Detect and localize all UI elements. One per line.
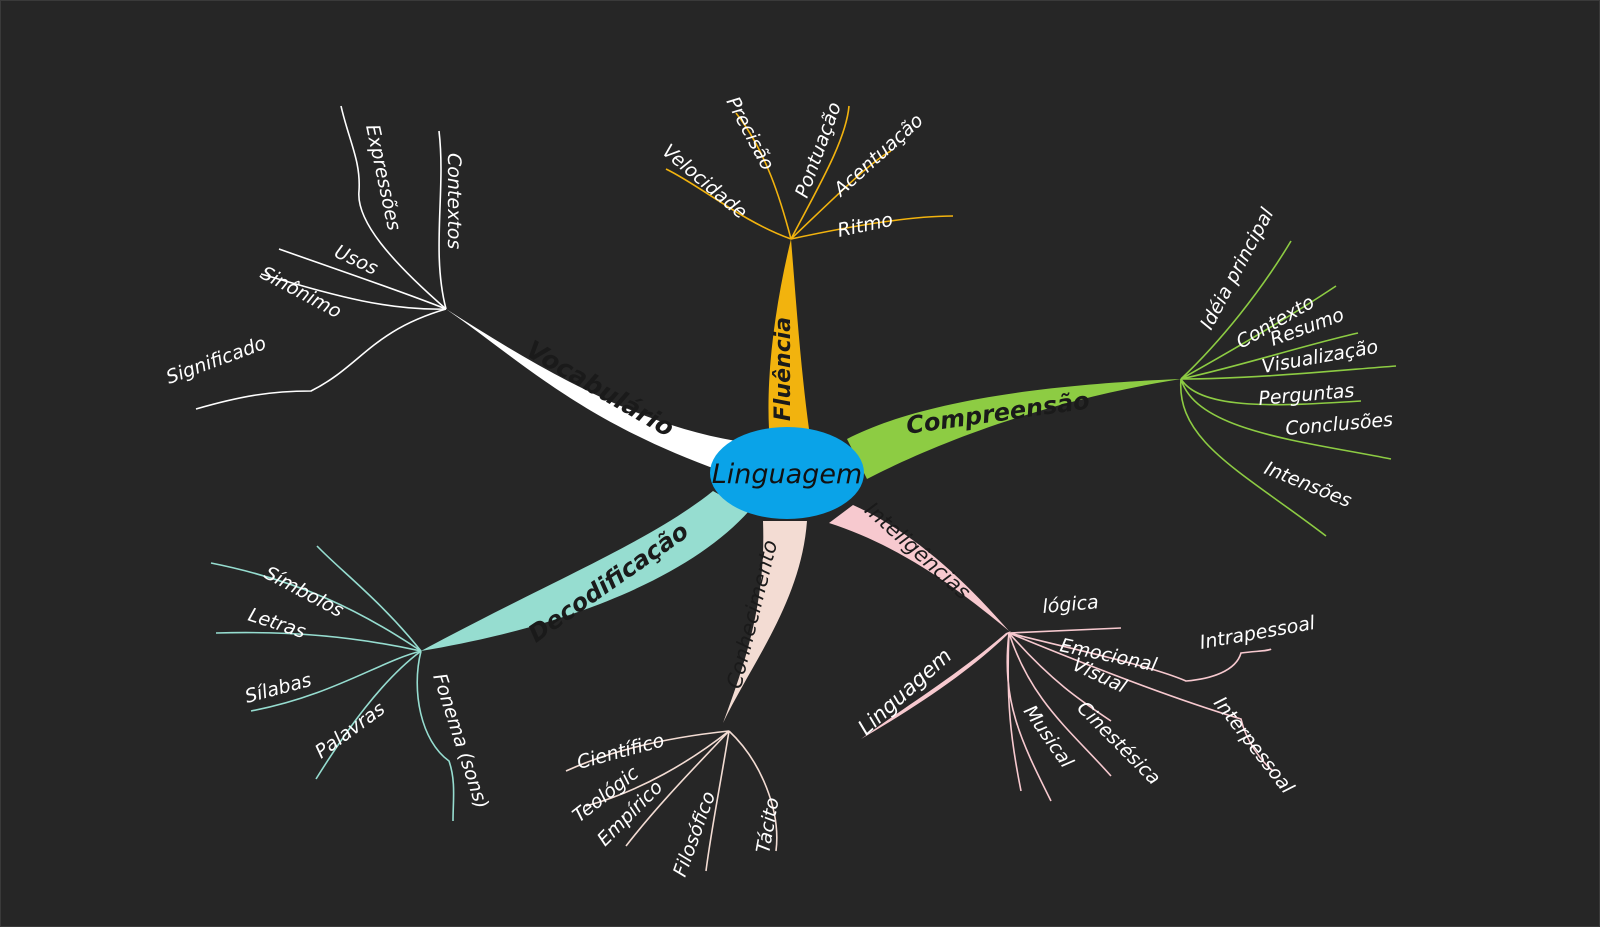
branch-vocabulario bbox=[446, 309, 736, 471]
leaf-intrapessoal: Intrapessoal bbox=[1198, 612, 1317, 654]
branch-label-compreensao: Compreensão bbox=[904, 386, 1091, 439]
leaf-sinonimo: Sinônimo bbox=[257, 262, 345, 323]
branch-fluencia bbox=[768, 239, 809, 429]
leaf-velocidade: Velocidade bbox=[658, 140, 752, 223]
leaf-fonema: Fonema (sons) bbox=[428, 671, 492, 812]
sub-branch-inteligencias-linguagem bbox=[861, 631, 1011, 739]
compreensao-leaf-lines bbox=[1180, 240, 1397, 537]
leaf-intensoes: Intensões bbox=[1261, 457, 1355, 512]
branch-label-decodificacao: Decodificação bbox=[523, 517, 694, 648]
leaf-linguagem-inteligencia: Linguagem bbox=[853, 644, 956, 740]
leaf-usos: Usos bbox=[331, 241, 381, 280]
leaf-musical: Musical bbox=[1019, 701, 1078, 772]
leaf-interpessoal: Interpessoal bbox=[1209, 693, 1299, 799]
decodificacao-leaf-lines bbox=[210, 545, 455, 822]
conhecimento-leaf-lines bbox=[565, 730, 778, 872]
branch-inteligencias bbox=[829, 505, 1009, 631]
branch-compreensao bbox=[847, 379, 1181, 479]
leaf-letras: Letras bbox=[245, 604, 308, 643]
leaf-precisao: Precisão bbox=[722, 93, 779, 174]
leaf-cinestesica: Cinestésica bbox=[1072, 697, 1164, 789]
center-node[interactable] bbox=[710, 427, 864, 519]
leaf-logica: lógica bbox=[1042, 591, 1100, 618]
branch-decodificacao bbox=[421, 491, 749, 651]
center-label: Linguagem bbox=[712, 459, 863, 490]
leaf-cientifico: Científico bbox=[575, 729, 667, 773]
branch-label-fluencia: Fluência bbox=[771, 317, 796, 421]
leaf-expressoes: Expressões bbox=[361, 122, 405, 232]
branch-label-vocabulario: Vocabulário bbox=[521, 335, 679, 443]
leaf-conclusoes: Conclusões bbox=[1285, 409, 1394, 440]
leaf-ritmo: Ritmo bbox=[835, 209, 894, 242]
leaf-perguntas: Perguntas bbox=[1258, 380, 1356, 410]
vocabulario-leaf-lines bbox=[195, 105, 447, 410]
leaf-acentuacao: Acentuação bbox=[828, 109, 927, 202]
branch-conhecimento bbox=[723, 521, 807, 723]
leaf-silabas: Sílabas bbox=[243, 669, 314, 708]
leaf-significado: Significado bbox=[163, 332, 269, 389]
fluencia-leaf-lines bbox=[665, 105, 954, 240]
leaf-tacito: Tácito bbox=[752, 796, 783, 855]
leaf-filosofico: Filosófico bbox=[669, 789, 720, 880]
leaf-palavras: Palavras bbox=[311, 698, 389, 763]
branch-label-inteligencias: Inteligências bbox=[860, 497, 975, 604]
inteligencias-leaf-lines bbox=[1006, 627, 1274, 802]
leaf-contextos: Contextos bbox=[443, 153, 465, 249]
